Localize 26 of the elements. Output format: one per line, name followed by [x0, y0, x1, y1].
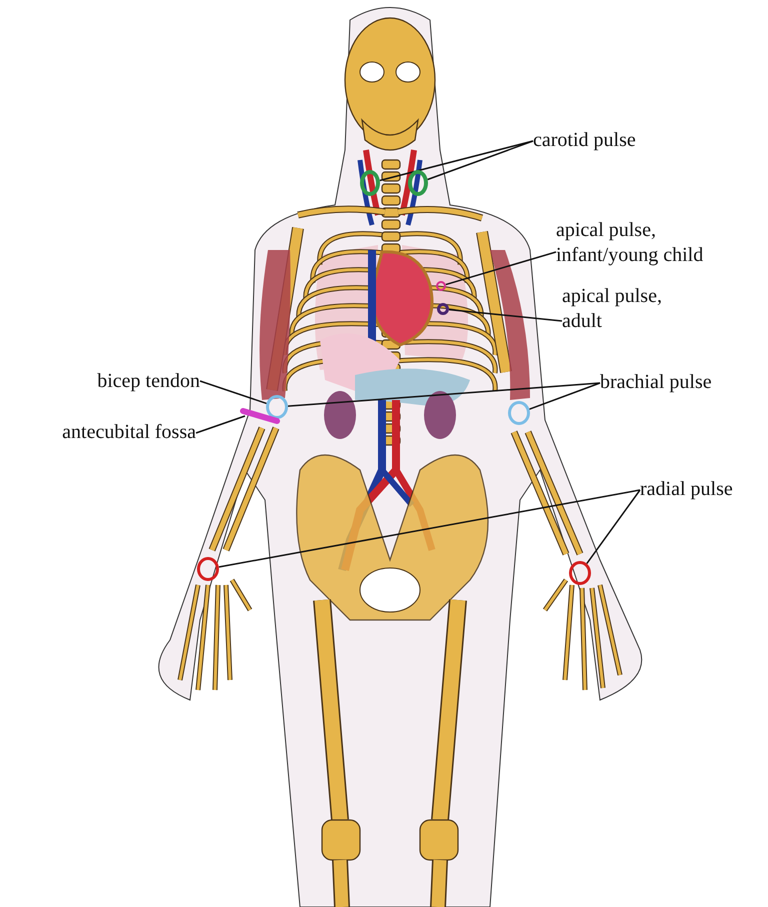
pulse-site-label: carotid pulse	[533, 128, 673, 153]
pulse-site-label: radial pulse	[640, 477, 750, 502]
pulse-site-label: apical pulse, infant/young child	[556, 218, 716, 268]
leader-line	[448, 308, 562, 322]
marker-circle	[408, 170, 428, 196]
leader-line	[196, 415, 246, 434]
pulse-site-label: apical pulse, adult	[562, 284, 672, 334]
leader-line	[288, 382, 600, 407]
leader-line	[446, 251, 556, 286]
marker-circle	[508, 401, 530, 425]
leader-line	[200, 380, 267, 404]
marker-circle	[360, 170, 380, 196]
marker-circle	[197, 557, 219, 581]
leader-line	[427, 140, 534, 180]
marker-bar	[240, 407, 280, 425]
leader-line	[586, 490, 641, 564]
leader-line	[380, 140, 534, 182]
leader-line	[218, 489, 640, 568]
marker-circle	[437, 303, 449, 315]
pulse-site-label: antecubital fossa	[50, 420, 196, 445]
marker-circle	[569, 561, 591, 585]
leader-line	[529, 382, 600, 410]
pulse-site-label: bicep tendon	[78, 369, 200, 394]
pulse-site-label: brachial pulse	[600, 370, 730, 395]
marker-circle	[436, 281, 446, 291]
marker-circle	[266, 395, 288, 419]
